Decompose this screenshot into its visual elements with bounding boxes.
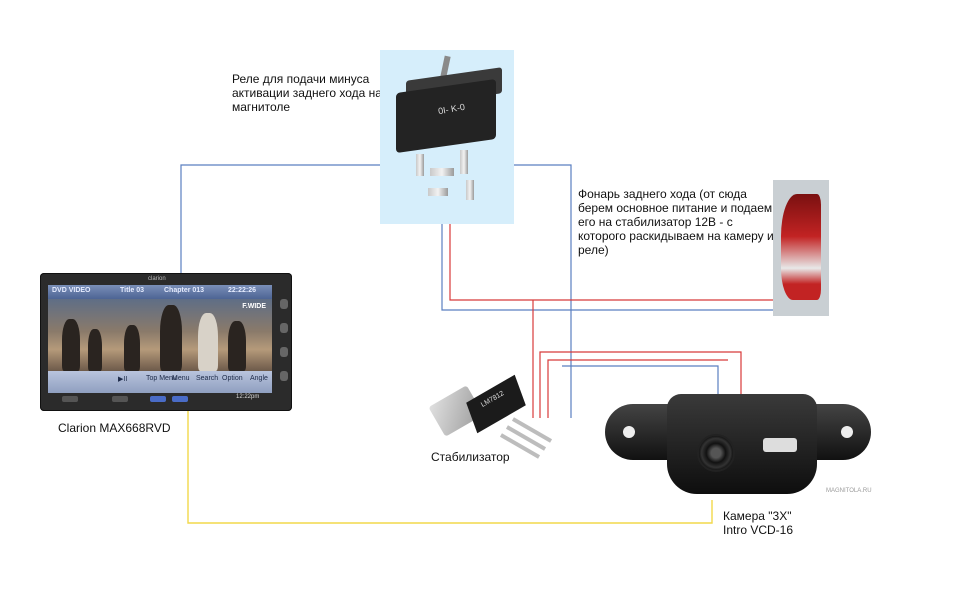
screen-chapter: Chapter 013: [164, 287, 205, 294]
screen-status-bar: DVD VIDEO Title 03 Chapter 013 22:22:26: [48, 285, 272, 299]
blue-wire-relay-to-tail: [514, 164, 572, 418]
screen-menu-item: Menu: [172, 375, 190, 382]
tail-light-label-line: которого раскидываем на камеру и: [578, 229, 774, 243]
relay-pin: [416, 154, 424, 176]
red-wire-stabilizer-out-2: [547, 359, 728, 418]
head-unit-brand: clarion: [148, 276, 166, 282]
camera-label-line: Камера "3Х": [723, 509, 792, 523]
blue-wire-relay-to-head-unit: [180, 164, 383, 273]
head-unit-side-button: [280, 323, 288, 333]
relay-label-line: активации заднего хода на: [232, 86, 382, 100]
camera-mount-hole: [623, 426, 635, 438]
head-unit-label: Clarion MAX668RVD: [58, 421, 171, 435]
relay-label: Реле для подачи минуса активации заднего…: [232, 72, 382, 114]
screen-time: 22:22:26: [228, 287, 257, 294]
video-figure: [160, 305, 182, 371]
yellow-video-wire: [187, 411, 713, 524]
head-unit-button: [62, 396, 78, 402]
head-unit-clock: 12:22pm: [236, 394, 260, 400]
relay-body: [396, 78, 496, 154]
screen-menu-item: Option: [222, 375, 243, 382]
screen-menu-item: Search: [196, 375, 219, 382]
screen-title: Title 03: [120, 287, 144, 294]
camera-led-window: [763, 438, 797, 452]
tail-light-label-line: Фонарь заднего хода (от сюда: [578, 187, 747, 201]
video-figure: [198, 313, 218, 371]
red-wire-stabilizer-out: [539, 351, 742, 418]
head-unit-side-button: [280, 299, 288, 309]
screen-menu: ▶II Top Menu Menu Search Option Angle: [48, 371, 272, 393]
blue-wire-relay-down: [441, 222, 773, 311]
tail-light-label: Фонарь заднего хода (от сюда берем основ…: [578, 187, 774, 257]
relay-pin: [460, 150, 468, 174]
video-figure: [124, 325, 140, 371]
head-unit-side-button: [280, 371, 288, 381]
tail-light-label-line: его на стабилизатор 12В - с: [578, 215, 733, 229]
video-figure: [88, 329, 102, 371]
tail-light-label-line: реле): [578, 243, 609, 257]
screen-wide: F.WIDE: [242, 303, 266, 310]
screen-menu-item: Angle: [250, 375, 268, 382]
tail-light-image: [773, 180, 829, 316]
head-unit-button: [112, 396, 128, 402]
stabilizer-body: [466, 374, 526, 434]
screen-mode: DVD VIDEO: [52, 287, 91, 294]
camera-label-line: Intro VCD-16: [723, 523, 794, 537]
relay-image: 0I- K-0: [380, 50, 514, 224]
blue-wire-to-camera: [562, 365, 719, 395]
video-figure: [62, 319, 80, 371]
tail-light-label-line: берем основное питание и подаем: [578, 201, 773, 215]
head-unit-button: [172, 396, 188, 402]
red-wire-tail-power: [449, 222, 773, 301]
head-unit-button: [150, 396, 166, 402]
relay-label-line: магнитоле: [232, 100, 291, 114]
screen-menu-item: ▶II: [118, 376, 128, 383]
head-unit-screen: DVD VIDEO Title 03 Chapter 013 22:22:26 …: [48, 285, 272, 393]
watermark: MAGNITOLA.RU: [826, 488, 872, 494]
relay-pin: [466, 180, 474, 200]
tail-lamp: [781, 194, 821, 300]
camera-lens: [697, 434, 735, 472]
screen-menu-item: Top Menu: [146, 375, 177, 382]
video-figure: [228, 321, 246, 371]
head-unit-button-row: 12:22pm: [48, 394, 272, 406]
relay-label-line: Реле для подачи минуса: [232, 72, 370, 86]
head-unit-image: clarion DVD VIDEO Title 03 Chapter 013 2…: [40, 273, 292, 411]
stabilizer-label: Стабилизатор: [431, 450, 510, 464]
screen-video: F.WIDE: [48, 299, 272, 371]
camera-mount-hole: [841, 426, 853, 438]
relay-pin: [428, 188, 448, 196]
camera-label: Камера "3Х" Intro VCD-16: [723, 509, 793, 537]
head-unit-side-button: [280, 347, 288, 357]
camera-image: [605, 392, 871, 496]
relay-pin: [430, 168, 454, 176]
